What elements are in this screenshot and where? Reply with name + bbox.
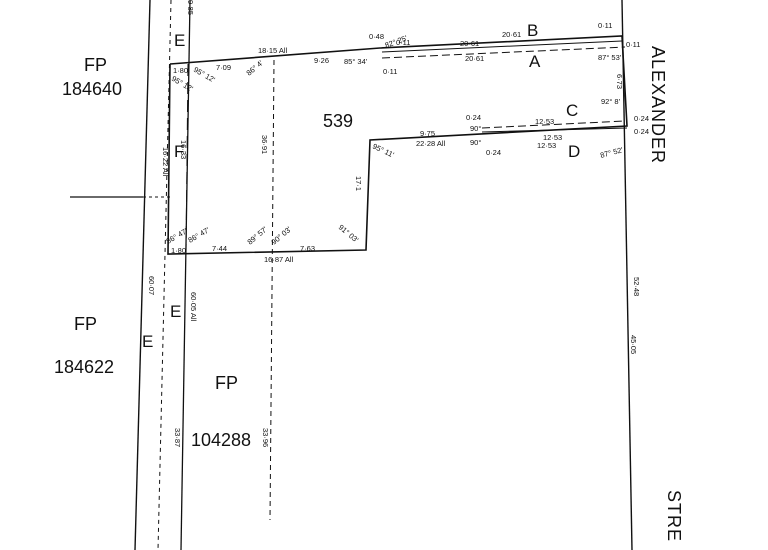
easement-c: C — [566, 101, 578, 120]
angle-step-90b: 90° — [470, 138, 481, 147]
angle-bot-mid1: 89° 57' — [246, 224, 270, 246]
dim-off-024c: 0·24 — [634, 114, 649, 123]
dim-off-024a: 0·24 — [466, 113, 481, 122]
left-dashed-line — [157, 0, 172, 550]
dim-far-3396: 33·96 — [261, 428, 270, 447]
dim-ab-top2: 20·61 — [460, 39, 479, 48]
dim-left-all: 16·22 All — [161, 147, 170, 177]
angle-top-left1: 95° 12' — [170, 74, 195, 94]
dim-left-180b: 1·80 — [171, 246, 186, 255]
dim-far-985: 9·85 — [186, 0, 195, 15]
dim-offset-011a: 0·11 — [396, 38, 410, 47]
dim-far-3387: 33·87 — [173, 428, 182, 447]
dim-top-left: 7·09 — [216, 63, 231, 72]
dim-top-right: 9·26 — [314, 56, 329, 65]
easement-f: F — [174, 142, 184, 161]
dim-right-4505: 45·05 — [629, 335, 638, 354]
angle-d-right: 87° 52' — [599, 145, 624, 160]
dim-ab-top: 20·61 — [502, 30, 521, 39]
fp-bottom-prefix: FP — [215, 373, 238, 393]
easement-e-mid2: E — [142, 332, 153, 351]
easement-e-mid1: E — [170, 302, 181, 321]
easement-ab-top — [381, 40, 623, 53]
dim-top-all: 18·15 All — [258, 46, 288, 55]
angle-step-left: 95° 11' — [371, 142, 396, 160]
dim-bottom-left: 7·44 — [212, 244, 227, 253]
lot-boundary — [167, 35, 628, 255]
dim-offset-011b: 0·11 — [383, 67, 397, 76]
street-name-bottom: STRE — [664, 490, 684, 542]
easement-f-line — [185, 63, 189, 254]
angle-step-90: 90° — [470, 124, 481, 133]
fp-top-number: 184640 — [62, 79, 122, 99]
dim-off-024d: 0·24 — [634, 127, 649, 136]
dim-cd-top: 12·53 — [535, 117, 554, 126]
dim-offset-011d: 0·11 — [626, 40, 640, 49]
dim-step-down: 17·1 — [354, 176, 363, 191]
angle-bot-left2: 86° 47' — [187, 225, 212, 245]
easement-e-top: E — [174, 31, 185, 50]
street-boundary-line — [621, 0, 633, 550]
lot-number: 539 — [323, 111, 353, 131]
angle-top-left2: 95° 12' — [192, 65, 217, 85]
fp-top-prefix: FP — [84, 55, 107, 75]
dim-step-all: 22·28 All — [416, 139, 446, 148]
dim-offset-011c: 0·11 — [598, 21, 612, 30]
dim-step-975: 9·75 — [420, 129, 435, 138]
dim-left-1633: 16·33 — [179, 140, 188, 159]
angle-top-mid: 86° 4' — [245, 58, 266, 77]
angle-bot-mid2: 90° 03' — [270, 224, 294, 246]
easement-b: B — [527, 21, 538, 40]
dim-off-024b: 0·24 — [486, 148, 501, 157]
dim-far-6005: 60·05 All — [189, 292, 198, 322]
dim-far-6007: 60·07 — [147, 276, 156, 295]
dim-dash-3691: 36·91 — [260, 135, 269, 154]
angle-top-right: 87° 53' — [598, 53, 622, 62]
fp-left-number: 184622 — [54, 357, 114, 377]
street-name-right: ALEXANDER — [648, 46, 668, 164]
dim-bottom-right: 7·63 — [300, 244, 315, 253]
easement-line — [180, 0, 191, 550]
dim-cd-mid: 12·53 — [543, 133, 562, 142]
dim-right-5248: 52·48 — [632, 277, 641, 296]
angle-c-right: 92° 8' — [601, 97, 621, 106]
dim-ab-bottom: 20·61 — [465, 54, 484, 63]
angle-bot-right: 91° 03' — [337, 223, 361, 245]
dim-cd-bottom: 12·53 — [537, 141, 556, 150]
easement-d: D — [568, 142, 580, 161]
dim-bottom-all: 16·87 All — [264, 255, 294, 264]
mid-dashed-line — [269, 59, 275, 521]
easement-a: A — [529, 52, 541, 71]
dim-left-180a: 1·80 — [173, 66, 188, 75]
angle-top-ab: 85° 34' — [344, 57, 368, 66]
dim-offset-048: 0·48 — [369, 32, 384, 41]
easement-cd-bottom — [481, 127, 628, 133]
fp-left-prefix: FP — [74, 314, 97, 334]
easement-ab-dashed — [381, 46, 626, 59]
left-boundary-line — [134, 0, 151, 550]
dim-right-673: 6·73 — [615, 74, 624, 89]
fp-bottom-number: 104288 — [191, 430, 251, 450]
